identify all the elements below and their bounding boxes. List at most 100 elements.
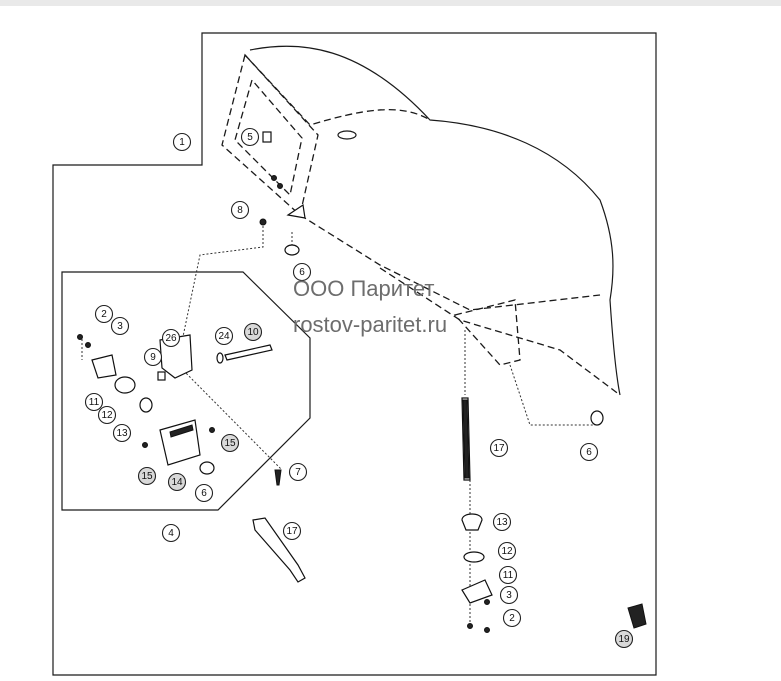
part-14-housing [159, 419, 201, 466]
callout-label: 2 [509, 613, 515, 624]
callout-label: 12 [501, 546, 513, 557]
callout-15: 15 [220, 433, 240, 453]
callout-circle [94, 304, 114, 324]
part-6-grommet-right [590, 410, 604, 426]
callout-5: 5 [240, 127, 260, 147]
watermark-site: rostov-paritet.ru [293, 312, 448, 337]
callout-label: 9 [150, 352, 156, 363]
callout-label: 7 [295, 467, 301, 478]
callout-circle [97, 405, 117, 425]
callout-3: 3 [499, 585, 519, 605]
callout-circle [489, 438, 509, 458]
callout-label: 14 [171, 477, 183, 488]
housing-base-lower [379, 267, 621, 396]
callout-6: 6 [194, 483, 214, 503]
diagram-frame [52, 32, 657, 676]
callout-label: 17 [286, 526, 298, 537]
callout-label: 11 [503, 570, 514, 581]
callout-2: 2 [94, 304, 114, 324]
housing-frame-left [221, 53, 319, 217]
callout-circle [240, 127, 260, 147]
callout-7: 7 [288, 462, 308, 482]
part-6-grommet-top [284, 244, 300, 256]
housing-base-line [299, 214, 601, 311]
inset-washer-3 [85, 342, 91, 348]
callout-label: 11 [89, 397, 100, 408]
callout-label: 1 [179, 137, 185, 148]
callout-label: 19 [618, 634, 630, 645]
callout-14: 14 [167, 472, 187, 492]
callout-label: 8 [237, 205, 243, 216]
callout-8: 8 [230, 200, 250, 220]
callout-circle [172, 132, 192, 152]
callout-circle [220, 433, 240, 453]
callout-circle [84, 392, 104, 412]
callout-circle [110, 316, 130, 336]
housing-shell-front [244, 54, 431, 126]
callout-19: 19 [614, 629, 634, 649]
callout-circle [112, 423, 132, 443]
housing-tab [286, 203, 306, 219]
callout-3: 3 [110, 316, 130, 336]
leader-8 [174, 222, 264, 376]
callout-circle [143, 347, 163, 367]
part-17-rod-fill [462, 399, 470, 479]
callout-15: 15 [137, 466, 157, 486]
callout-circle [292, 262, 312, 282]
callout-label: 17 [493, 443, 505, 454]
part-9-nut [157, 371, 166, 381]
callout-circle [214, 326, 234, 346]
callout-circle [288, 462, 308, 482]
part-3-washer [484, 599, 490, 605]
callout-label: 13 [116, 428, 128, 439]
top-bar [0, 0, 781, 6]
part-2-screw-a [467, 623, 473, 629]
callout-label: 13 [496, 517, 508, 528]
part-13-cap [139, 397, 153, 413]
housing-shell [249, 45, 621, 396]
callout-circle [497, 541, 517, 561]
callout-circle [194, 483, 214, 503]
part-15-screw-right [209, 427, 215, 433]
callout-label: 3 [117, 321, 123, 332]
part-12-gasket [114, 376, 136, 394]
callout-circle [167, 472, 187, 492]
callout-13: 13 [112, 423, 132, 443]
inset-detail-frame [61, 271, 311, 511]
callout-17: 17 [282, 521, 302, 541]
callout-24: 24 [214, 326, 234, 346]
callout-12: 12 [497, 541, 517, 561]
callout-label: 15 [224, 438, 236, 449]
callout-9: 9 [143, 347, 163, 367]
part-11-base [91, 354, 117, 379]
callout-label: 10 [247, 327, 259, 338]
callout-circle [137, 466, 157, 486]
part-5-nut [262, 131, 272, 143]
callout-circle [579, 442, 599, 462]
fastener-a [271, 175, 277, 181]
callout-4: 4 [161, 523, 181, 543]
callout-circle [499, 585, 519, 605]
part-6-grommet-inset [199, 461, 215, 475]
callout-13: 13 [492, 512, 512, 532]
inset-screw-2 [77, 334, 83, 340]
mount-plate [453, 299, 521, 366]
callout-circle [498, 565, 518, 585]
part-24-washer [216, 352, 224, 364]
callout-label: 6 [299, 267, 305, 278]
callout-label: 2 [101, 309, 107, 320]
part-17-cable [252, 517, 306, 583]
callout-circle [230, 200, 250, 220]
housing-hole [337, 130, 357, 140]
callout-11: 11 [498, 565, 518, 585]
part-11-bracket [461, 579, 493, 604]
callout-12: 12 [97, 405, 117, 425]
callout-label: 26 [165, 333, 177, 344]
callout-label: 15 [141, 471, 153, 482]
callout-circle [243, 322, 263, 342]
callout-circle [614, 629, 634, 649]
callout-label: 4 [168, 528, 174, 539]
part-14-grille [169, 424, 194, 438]
